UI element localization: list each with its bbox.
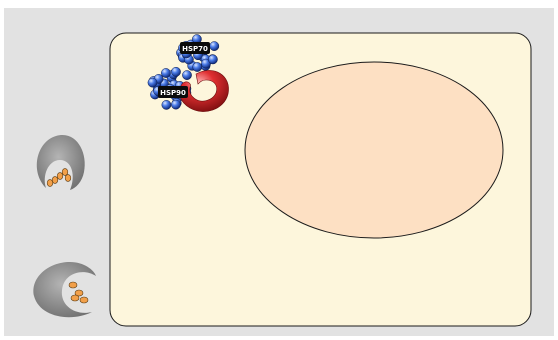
hsp-bead (171, 67, 180, 76)
hsp90-label-text: HSP90 (160, 89, 186, 97)
hsp70-label-text: HSP70 (182, 45, 208, 53)
hsp-bead (162, 100, 171, 109)
hsp-bead (148, 78, 157, 87)
hsp70-label: HSP70 (180, 42, 210, 54)
cell-nucleus (245, 62, 503, 238)
hsp90-label: HSP90 (158, 86, 188, 98)
hsp-bead (182, 71, 191, 80)
hsp-bead (208, 55, 217, 64)
hsp-bead (161, 68, 170, 77)
hsp-bead (210, 42, 219, 51)
hsp-bead (193, 62, 202, 71)
hsp-bead (171, 100, 180, 109)
